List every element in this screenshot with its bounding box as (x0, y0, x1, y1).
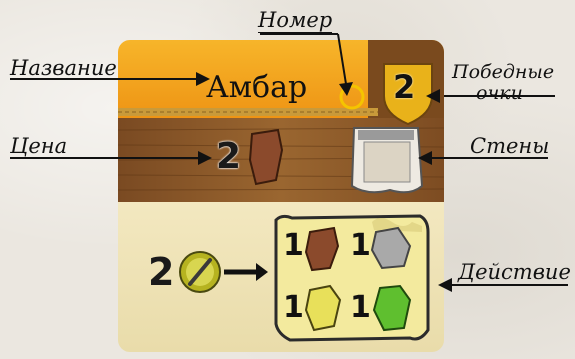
output-count-stone: 1 (350, 228, 371, 263)
yellow-resource-icon (304, 284, 342, 332)
building-card (118, 40, 444, 352)
cost-value: 2 (216, 136, 242, 177)
green-resource-icon (372, 284, 412, 332)
victory-points-value: 2 (393, 68, 416, 106)
stone-resource-icon (370, 226, 412, 270)
label-price: Цена (10, 134, 68, 158)
label-action: Действие (458, 260, 571, 284)
label-victory-points-line2: очки (476, 82, 523, 104)
tool-token-icon (179, 251, 221, 293)
label-walls: Стены (470, 134, 550, 158)
output-count-wood: 1 (283, 228, 304, 263)
label-name: Название (10, 56, 117, 80)
arrow-icon (224, 263, 268, 281)
label-number: Номер (258, 8, 333, 33)
action-input-count: 2 (148, 250, 175, 294)
output-count-yellow: 1 (283, 290, 304, 325)
shield-icon (383, 63, 433, 126)
output-count-green: 1 (350, 290, 371, 325)
card-title: Амбар (206, 70, 308, 105)
number-highlight-circle (339, 84, 365, 110)
wood-resource-icon (248, 128, 284, 186)
output-wood-icon (304, 226, 340, 272)
output-panel (274, 214, 430, 342)
label-victory-points-line1: Победные (452, 61, 555, 83)
wall-icon (350, 127, 424, 194)
annotation-arrows (10, 33, 568, 292)
